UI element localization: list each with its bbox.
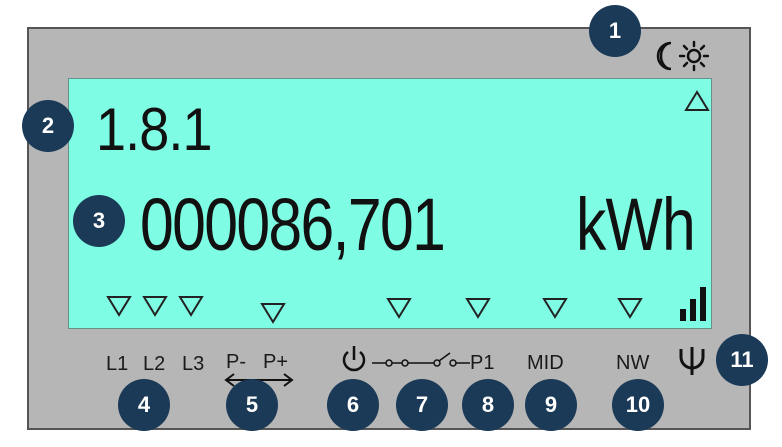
callout-badge-4: 4 — [118, 379, 170, 431]
energy-unit: kWh — [576, 183, 696, 266]
label-l3: L3 — [182, 353, 205, 375]
triangle-indicator-icon — [106, 296, 132, 317]
antenna-icon — [679, 347, 705, 375]
triangle-indicator-icon — [386, 298, 412, 319]
triangle-indicator-icon — [684, 90, 710, 111]
label-p-minus: P- — [226, 351, 246, 373]
callout-badge-3: 3 — [73, 195, 125, 247]
label-nw: NW — [616, 352, 650, 374]
label-p-plus: P+ — [263, 351, 289, 373]
triangle-indicator-icon — [260, 303, 286, 324]
triangle-indicator-icon — [142, 296, 168, 317]
callout-badge-1: 1 — [589, 5, 641, 57]
triangle-indicator-icon — [617, 298, 643, 319]
obis-code: 1.8.1 — [96, 96, 213, 163]
sun-icon — [679, 40, 709, 72]
triangle-indicator-icon — [178, 296, 204, 317]
callout-badge-6: 6 — [327, 379, 379, 431]
callout-badge-11: 11 — [716, 334, 768, 386]
label-p1: P1 — [470, 352, 495, 374]
power-icon — [342, 346, 366, 372]
label-mid: MID — [527, 352, 564, 374]
switch-open-icon — [422, 352, 470, 367]
moon-icon — [656, 41, 672, 71]
callout-badge-9: 9 — [525, 379, 577, 431]
callout-badge-2: 2 — [22, 100, 74, 152]
triangle-indicator-icon — [465, 298, 491, 319]
callout-badge-10: 10 — [612, 379, 664, 431]
callout-badge-5: 5 — [226, 379, 278, 431]
label-l1: L1 — [106, 353, 129, 375]
lcd-display — [68, 78, 712, 329]
switch-closed-icon — [372, 359, 422, 367]
callout-badge-7: 7 — [396, 379, 448, 431]
energy-reading: 000086,701 — [140, 183, 446, 266]
callout-badge-8: 8 — [462, 379, 514, 431]
triangle-indicator-icon — [542, 298, 568, 319]
label-l2: L2 — [143, 353, 166, 375]
signal-bars-icon — [680, 287, 706, 321]
